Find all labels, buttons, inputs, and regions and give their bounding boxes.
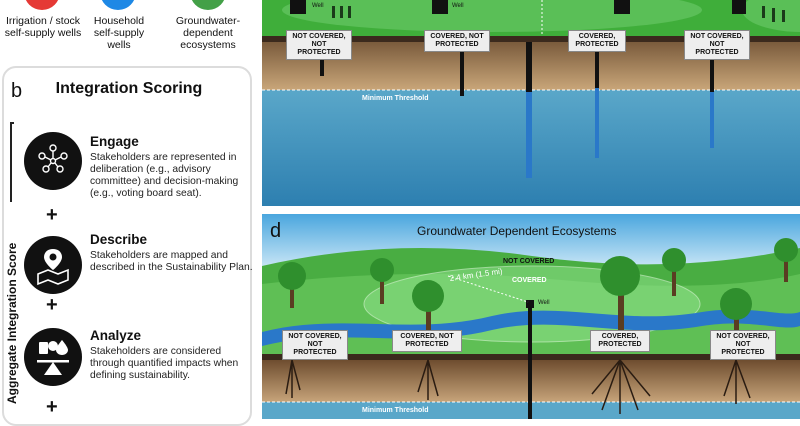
well-label: Well	[538, 300, 550, 306]
step-desc-analyze: Stakeholders are considered through quan…	[90, 346, 239, 381]
plus-sign: +	[46, 294, 58, 316]
analyze-scale-icon	[24, 328, 82, 386]
minimum-threshold-label: Minimum Threshold	[362, 95, 429, 102]
coverage-tag: COVERED, NOT PROTECTED	[392, 330, 462, 352]
gde-panel: d Groundwater Dependent Ecosystems NOT C…	[262, 214, 800, 419]
legend-label-ecosystems: Groundwater-dependent ecosystems	[175, 15, 241, 51]
well-label: Well	[452, 3, 464, 9]
well-shaft	[526, 42, 532, 92]
gde-illustration: d Groundwater Dependent Ecosystems NOT C…	[262, 214, 800, 419]
legend-label-household: Household self-supply wells	[93, 15, 145, 51]
step-title-engage: Engage	[90, 134, 139, 149]
coverage-tag: COVERED, PROTECTED	[590, 330, 650, 352]
well-screen	[595, 88, 599, 158]
well-shaft	[528, 308, 532, 419]
gde-title: Groundwater Dependent Ecosystems	[417, 224, 616, 238]
wells-panel: Well Well Minimum Threshold NOT COVERED,…	[262, 0, 800, 206]
irrigation-well-icon	[24, 0, 60, 10]
score-bracket	[10, 122, 14, 202]
well-label: Well	[312, 3, 324, 9]
coverage-tag: NOT COVERED, NOT PROTECTED	[286, 30, 352, 60]
plus-sign: +	[46, 204, 58, 226]
household-well-icon	[100, 0, 136, 10]
crop-icons	[332, 6, 785, 22]
step-title-describe: Describe	[90, 232, 148, 247]
step-desc-engage: Stakeholders are represented in delibera…	[90, 152, 239, 199]
minimum-threshold-label: Minimum Threshold	[362, 407, 429, 414]
house-icon	[614, 0, 630, 14]
house-icon	[432, 0, 448, 14]
legend-label-irrigation: Irrigation / stock self-supply wells	[4, 15, 82, 39]
tree-icons	[278, 238, 798, 342]
well-icon	[526, 300, 534, 308]
root-systems	[285, 359, 751, 414]
house-icon	[290, 0, 306, 14]
well-shaft	[595, 42, 599, 88]
legend: Irrigation / stock self-supply wells Hou…	[0, 0, 258, 60]
coverage-tag: NOT COVERED, NOT PROTECTED	[684, 30, 750, 60]
covered-label: COVERED	[512, 277, 547, 284]
house-icon	[732, 0, 746, 14]
coverage-tag: NOT COVERED, NOT PROTECTED	[282, 330, 348, 360]
well-screen	[526, 92, 532, 178]
describe-map-pin-icon	[24, 236, 82, 294]
step-desc-describe: Stakeholders are mapped and described in…	[90, 250, 253, 273]
coverage-tag: COVERED, NOT PROTECTED	[424, 30, 490, 52]
engage-people-network-icon	[24, 132, 82, 190]
left-panel: Irrigation / stock self-supply wells Hou…	[0, 0, 258, 426]
panel-title: Integration Scoring	[55, 80, 203, 97]
coverage-tag: COVERED, PROTECTED	[568, 30, 626, 52]
coverage-tag: NOT COVERED, NOT PROTECTED	[710, 330, 776, 360]
step-title-analyze: Analyze	[90, 328, 142, 343]
panel-letter-d: d	[270, 220, 281, 242]
not-covered-label: NOT COVERED	[503, 258, 554, 265]
well-screen	[710, 92, 714, 148]
aggregate-score-label: Aggregate Integration Score	[5, 242, 19, 404]
ecosystem-icon	[190, 0, 226, 10]
well-shaft	[710, 42, 714, 92]
panel-letter-b: b	[11, 80, 23, 102]
plus-sign: +	[46, 396, 58, 418]
well-shaft	[460, 42, 464, 96]
